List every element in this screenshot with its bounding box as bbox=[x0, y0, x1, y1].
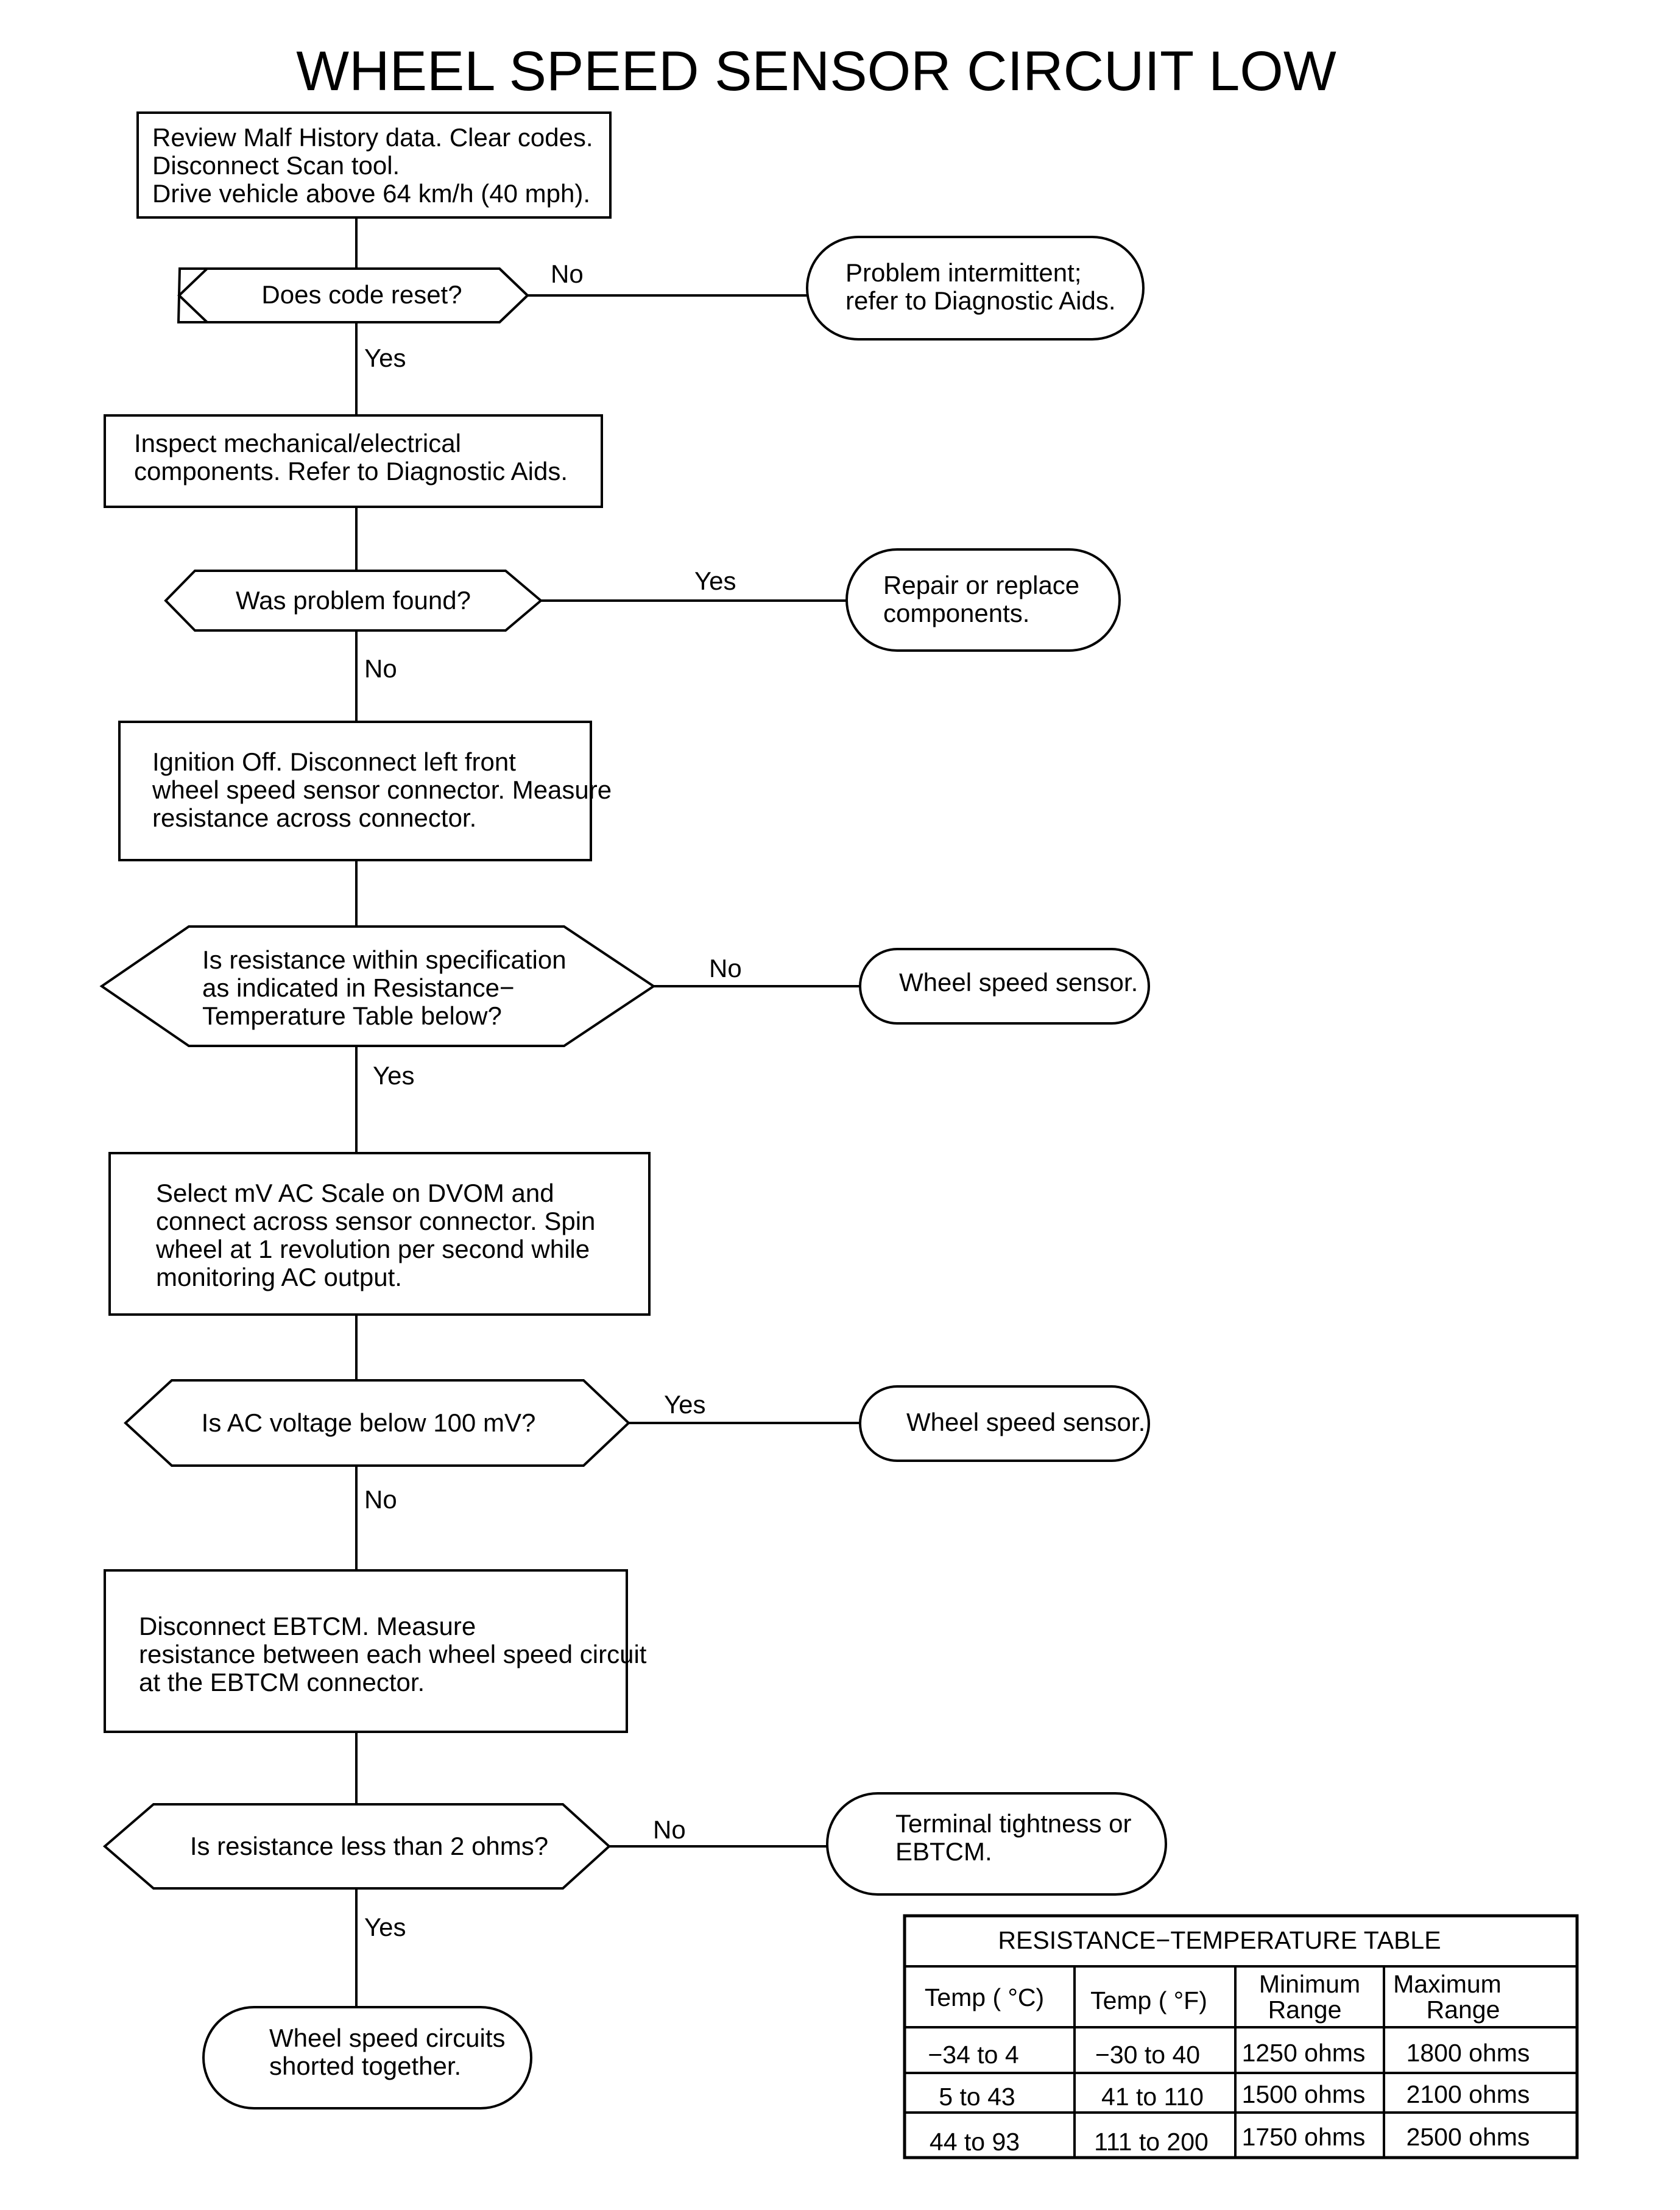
step-text: wheel speed sensor connector. Measure bbox=[152, 775, 612, 804]
outcome-6: Wheel speed circuits shorted together. bbox=[202, 2006, 532, 2109]
outcome-2: Repair or replace components. bbox=[845, 548, 1121, 652]
step-1: Review Malf History data. Clear codes. D… bbox=[136, 111, 612, 219]
table-cell: 44 to 93 bbox=[930, 2128, 1020, 2156]
decision-3: Is resistance within specification as in… bbox=[99, 925, 656, 1047]
branch-labels: No Yes Yes No No Yes Yes No No Yes bbox=[364, 259, 742, 1941]
outcome-text: refer to Diagnostic Aids. bbox=[845, 286, 1116, 315]
outcome-text: Problem intermittent; bbox=[845, 258, 1081, 287]
table-cell: 1500 ohms bbox=[1242, 2080, 1366, 2108]
step-text: Disconnect EBTCM. Measure bbox=[139, 1612, 476, 1640]
decision-text: Temperature Table below? bbox=[202, 1001, 502, 1030]
branch-label-yes: Yes bbox=[373, 1061, 415, 1090]
table-cell: 1250 ohms bbox=[1242, 2039, 1366, 2067]
table-cell: −34 to 4 bbox=[928, 2041, 1018, 2069]
branch-label-yes: Yes bbox=[364, 1913, 406, 1941]
step-text: Drive vehicle above 64 km/h (40 mph). bbox=[152, 179, 590, 208]
outcome-text: EBTCM. bbox=[895, 1837, 992, 1866]
table-cell: 2500 ohms bbox=[1406, 2123, 1530, 2151]
branch-label-yes: Yes bbox=[364, 344, 406, 372]
table-cell: 2100 ohms bbox=[1406, 2080, 1530, 2108]
decision-text: Was problem found? bbox=[236, 586, 471, 615]
outcome-text: shorted together. bbox=[269, 2052, 461, 2080]
step-text: Ignition Off. Disconnect left front bbox=[152, 747, 516, 776]
outcome-5: Terminal tightness or EBTCM. bbox=[826, 1792, 1167, 1896]
branch-label-no: No bbox=[364, 1485, 397, 1514]
decision-4: Is AC voltage below 100 mV? bbox=[124, 1379, 630, 1467]
step-2: Inspect mechanical/electrical components… bbox=[104, 414, 603, 508]
step-text: Select mV AC Scale on DVOM and bbox=[156, 1179, 554, 1207]
step-3: Ignition Off. Disconnect left front whee… bbox=[118, 721, 612, 861]
step-text: Review Malf History data. Clear codes. bbox=[152, 123, 593, 152]
outcome-text: Repair or replace bbox=[883, 571, 1079, 599]
step-text: Inspect mechanical/electrical bbox=[134, 429, 461, 457]
table-title: RESISTANCE−TEMPERATURE TABLE bbox=[998, 1926, 1441, 1954]
table-header: Minimum bbox=[1259, 1970, 1360, 1998]
branch-label-no: No bbox=[653, 1815, 686, 1844]
step-text: wheel at 1 revolution per second while bbox=[155, 1235, 590, 1263]
resistance-temperature-table: RESISTANCE−TEMPERATURE TABLE Temp ( °C) … bbox=[903, 1914, 1579, 2159]
outcome-1: Problem intermittent; refer to Diagnosti… bbox=[806, 236, 1145, 341]
step-text: Disconnect Scan tool. bbox=[152, 151, 400, 180]
outcome-text: components. bbox=[883, 599, 1029, 627]
table-cell: 1750 ohms bbox=[1242, 2123, 1366, 2151]
table-header: Maximum bbox=[1393, 1970, 1502, 1998]
decision-5: Is resistance less than 2 ohms? bbox=[102, 1803, 611, 1890]
step-text: monitoring AC output. bbox=[156, 1263, 402, 1291]
decision-text: Does code reset? bbox=[261, 280, 462, 309]
branch-label-yes: Yes bbox=[694, 567, 736, 595]
outcome-4: Wheel speed sensor. bbox=[859, 1385, 1150, 1462]
step-text: resistance across connector. bbox=[152, 803, 476, 832]
connectors bbox=[355, 217, 860, 2007]
branch-label-no: No bbox=[709, 954, 742, 983]
decision-text: Is resistance less than 2 ohms? bbox=[190, 1832, 548, 1860]
table-header: Temp ( °C) bbox=[925, 1983, 1044, 2011]
step-text: resistance between each wheel speed circ… bbox=[139, 1640, 647, 1668]
outcome-3: Wheel speed sensor. bbox=[859, 948, 1150, 1025]
outcome-text: Terminal tightness or bbox=[895, 1809, 1132, 1838]
step-text: at the EBTCM connector. bbox=[139, 1668, 425, 1696]
table-cell: 1800 ohms bbox=[1406, 2039, 1530, 2067]
outcome-text: Wheel speed sensor. bbox=[899, 968, 1138, 997]
table-cell: 41 to 110 bbox=[1101, 2083, 1204, 2111]
table-header: Range bbox=[1268, 1996, 1342, 2024]
table-cell: 111 to 200 bbox=[1094, 2128, 1209, 2156]
table-header: Range bbox=[1427, 1996, 1500, 2024]
step-4: Select mV AC Scale on DVOM and connect a… bbox=[108, 1152, 651, 1316]
branch-label-no: No bbox=[364, 654, 397, 683]
decision-text: Is AC voltage below 100 mV? bbox=[202, 1408, 536, 1437]
page-title: WHEEL SPEED SENSOR CIRCUIT LOW bbox=[296, 40, 1336, 102]
step-text: components. Refer to Diagnostic Aids. bbox=[134, 457, 568, 485]
outcome-text: Wheel speed circuits bbox=[269, 2024, 506, 2052]
outcome-text: Wheel speed sensor. bbox=[906, 1408, 1145, 1436]
table-cell: 5 to 43 bbox=[939, 2083, 1015, 2111]
branch-label-no: No bbox=[551, 259, 584, 288]
step-5: Disconnect EBTCM. Measure resistance bet… bbox=[104, 1569, 647, 1733]
decision-2: Was problem found? bbox=[164, 570, 543, 632]
decision-text: Is resistance within specification bbox=[202, 945, 566, 974]
table-header: Temp ( °F) bbox=[1090, 1986, 1207, 2014]
table-cell: −30 to 40 bbox=[1095, 2041, 1200, 2069]
step-text: connect across sensor connector. Spin bbox=[156, 1207, 595, 1235]
branch-label-yes: Yes bbox=[664, 1390, 706, 1419]
decision-text: as indicated in Resistance− bbox=[202, 973, 514, 1002]
decision-1: Does code reset? bbox=[177, 267, 529, 323]
